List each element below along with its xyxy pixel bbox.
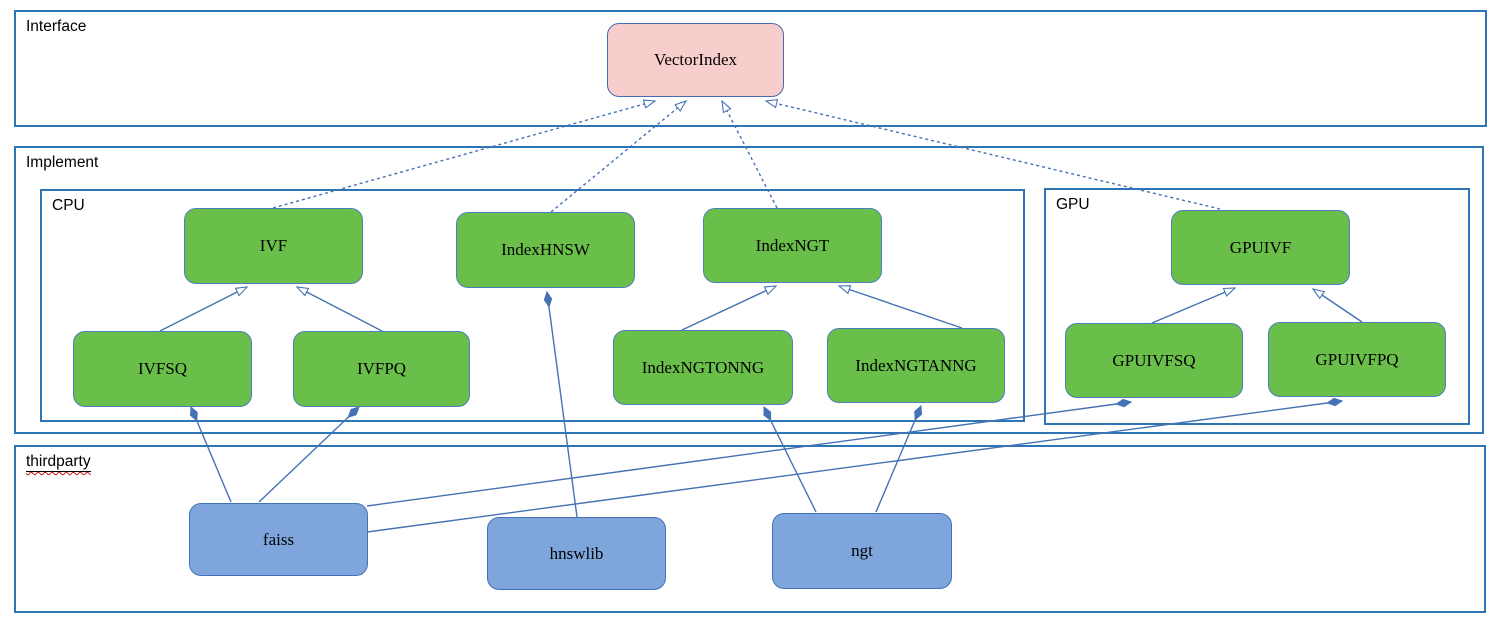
container-label-implement: Implement xyxy=(26,154,99,171)
node-gpuivfsq[interactable]: GPUIVFSQ xyxy=(1065,323,1243,398)
container-label-thirdparty: thirdparty xyxy=(26,453,91,472)
node-ivfpq[interactable]: IVFPQ xyxy=(293,331,470,407)
container-label-gpu: GPU xyxy=(1056,196,1090,213)
node-vectorindex[interactable]: VectorIndex xyxy=(607,23,784,97)
node-indexngtonng[interactable]: IndexNGTONNG xyxy=(613,330,793,405)
node-indexhnsw[interactable]: IndexHNSW xyxy=(456,212,635,288)
container-label-cpu: CPU xyxy=(52,197,85,214)
node-gpuivfpq[interactable]: GPUIVFPQ xyxy=(1268,322,1446,397)
node-indexngtanng[interactable]: IndexNGTANNG xyxy=(827,328,1005,403)
node-faiss[interactable]: faiss xyxy=(189,503,368,576)
node-ngt[interactable]: ngt xyxy=(772,513,952,589)
node-ivfsq[interactable]: IVFSQ xyxy=(73,331,252,407)
node-hnswlib[interactable]: hnswlib xyxy=(487,517,666,590)
node-ivf[interactable]: IVF xyxy=(184,208,363,284)
node-gpuivf[interactable]: GPUIVF xyxy=(1171,210,1350,285)
container-label-interface: Interface xyxy=(26,18,87,35)
node-indexngt[interactable]: IndexNGT xyxy=(703,208,882,283)
